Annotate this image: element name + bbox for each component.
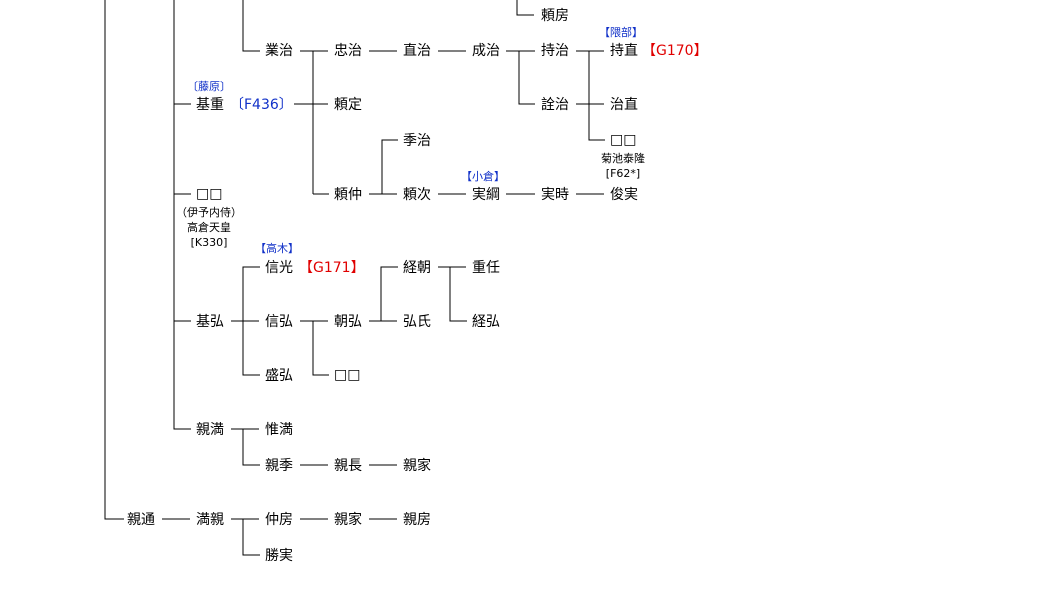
motoshige-tag: 〔藤原〕 [187,80,231,93]
person-shigeharu: 成治 [471,43,501,59]
person-katsuzane: 勝実 [264,548,294,564]
person-nobuhiro: 信弘 [264,314,294,330]
person-unknown1: □□ [609,132,638,148]
person-chikafusa: 親房 [402,512,432,528]
mochinao-ref: 【G170】 [641,43,709,59]
person-yoritsugu: 頼次 [402,187,432,203]
person-yorisada: 頼定 [333,97,363,113]
person-nobumitsu: 信光 [264,260,294,276]
person-unknown3: □□ [333,367,362,383]
person-chikamitsu: 親満 [195,422,225,438]
person-mochiharu: 持治 [540,43,570,59]
person-sueharu: 季治 [402,133,432,149]
person-sanetsuna: 実綱 [471,187,501,203]
person-naoharu: 直治 [402,43,432,59]
person-yorinaka: 頼仲 [333,187,363,203]
unknown1-note: 菊池泰隆 [F62*] [601,152,645,180]
unknown2-note: （伊予内侍） 高倉天皇 [K330] [176,206,242,249]
person-harunao: 治直 [609,97,639,113]
nobumitsu-ref: 【G171】 [298,260,366,276]
person-chikamichi: 親通 [126,512,156,528]
person-motoshige: 基重 [195,97,225,113]
person-chikaie-2: 親家 [333,512,363,528]
person-koremitsu: 惟満 [264,422,294,438]
nobumitsu-tag: 【高木】 [255,242,299,255]
person-senji: 詮治 [540,97,570,113]
sanetsuna-tag: 【小倉】 [461,170,505,183]
person-unknown2: □□ [195,186,224,202]
person-nakafusa: 仲房 [264,512,294,528]
person-chikaie-1: 親家 [402,458,432,474]
person-tomohiro: 朝弘 [333,314,363,330]
person-chikasue: 親季 [264,458,294,474]
person-yorifusa: 頼房 [540,8,570,24]
person-hiroshi: 弘氏 [402,314,432,330]
motoshige-ref: 〔F436〕 [229,97,294,113]
person-shigeto: 重任 [471,260,501,276]
person-motohiro: 基弘 [195,314,225,330]
person-sanetoki: 実時 [540,187,570,203]
person-tadaharu: 忠治 [333,43,363,59]
person-tsunehiro: 経弘 [471,314,501,330]
person-morihiro: 盛弘 [264,368,294,384]
mochinao-tag: 【隈部】 [599,26,643,39]
person-toshizane: 俊実 [609,187,639,203]
person-tsunetomo: 経朝 [402,260,432,276]
person-mitsuchika: 満親 [195,512,225,528]
person-narikiyo: 業治 [264,43,294,59]
person-chikanaga: 親長 [333,458,363,474]
person-mochinao: 持直 [609,43,639,59]
